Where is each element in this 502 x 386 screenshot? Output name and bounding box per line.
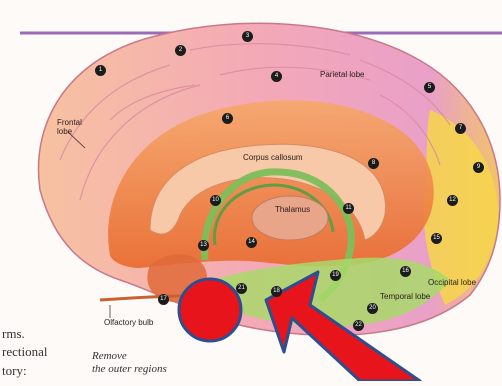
caption-line-1: Remove [92,350,127,363]
marker-22: 22 [353,320,364,331]
marker-1: 1 [95,65,106,76]
marker-4: 4 [271,71,282,82]
highlight-dot [179,279,241,341]
caption-line-2: the outer regions [92,363,167,376]
marker-19: 19 [330,270,341,281]
corpus-callosum-label: Corpus callosum [243,153,303,162]
marker-12: 12 [447,195,458,206]
marker-13: 13 [198,240,209,251]
occipital-lobe-label: Occipital lobe [428,278,476,287]
marker-10: 10 [210,195,221,206]
side-text-line-3: tory: [2,363,27,379]
thalamus [252,196,328,240]
marker-3: 3 [242,31,253,42]
marker-16: 16 [400,266,411,277]
marker-5: 5 [424,82,435,93]
side-text-line-1: rms. [2,326,25,342]
side-text-line-2: rectional [2,344,47,360]
marker-2: 2 [175,45,186,56]
marker-20: 20 [367,303,378,314]
marker-18: 18 [271,286,282,297]
marker-15: 15 [431,233,442,244]
frontal-lobe-label: Frontal lobe [57,118,93,136]
olfactory-bulb-label: Olfactory bulb [104,318,153,327]
marker-8: 8 [368,158,379,169]
temporal-lobe-label: Temporal lobe [380,292,430,301]
parietal-lobe-label: Parietal lobe [320,70,364,79]
marker-21: 21 [236,283,247,294]
marker-9: 9 [473,162,484,173]
marker-7: 7 [455,123,466,134]
thalamus-label: Thalamus [275,205,310,214]
marker-17: 17 [158,294,169,305]
marker-14: 14 [246,237,257,248]
marker-11: 11 [343,203,354,214]
marker-6: 6 [222,113,233,124]
